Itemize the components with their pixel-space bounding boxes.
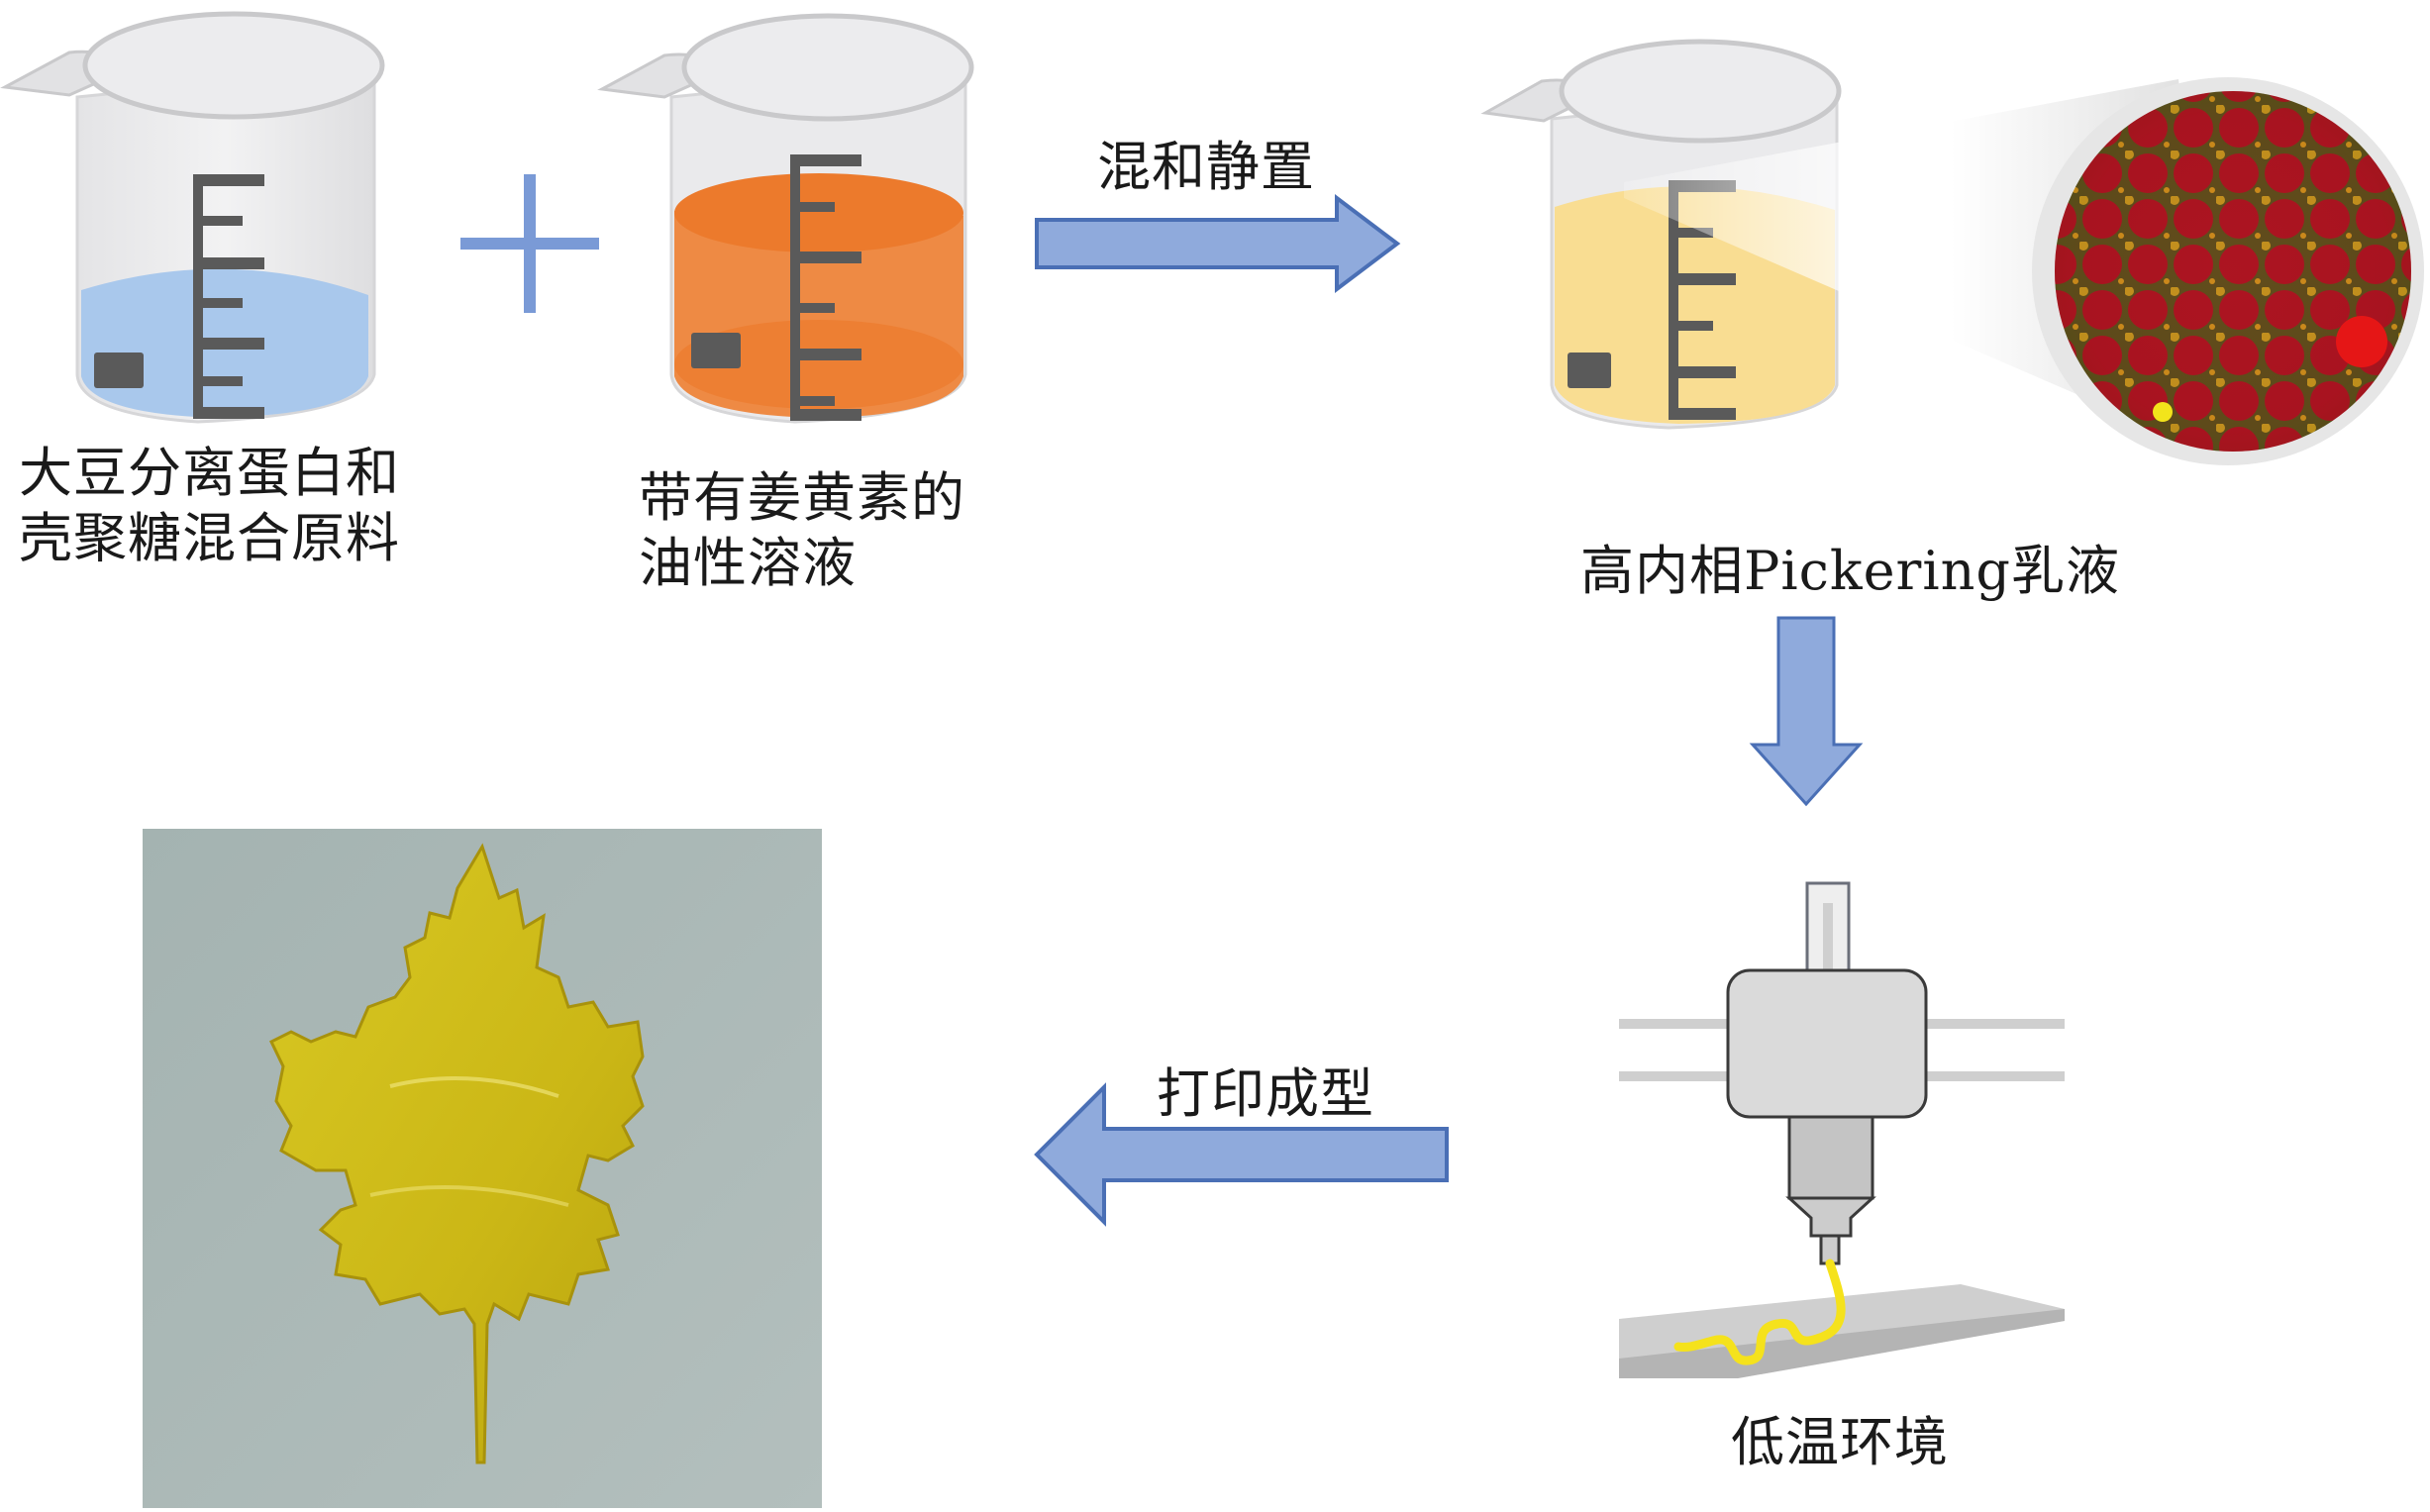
printer-head [1726, 968, 1928, 1119]
scale-bar [790, 154, 861, 421]
beaker-rim [82, 11, 385, 120]
label-printing: 低温环境 [1731, 1411, 1949, 1473]
beaker-rim [681, 13, 974, 122]
magnifier-cone [1624, 77, 2424, 465]
printer-illustration [1619, 881, 2065, 1378]
label-mix-arrow: 混和静置 [1097, 136, 1315, 198]
scale-bar [193, 174, 264, 419]
arrow-down-icon [1749, 616, 1864, 807]
label-print-arrow: 打印成型 [1157, 1062, 1374, 1125]
beaker-rim [1559, 39, 1842, 144]
label-emulsion: 高内相Pickering乳液 [1580, 540, 2120, 602]
stir-bar [691, 333, 741, 368]
label-raw-material: 大豆分离蛋白和 壳聚糖混合原料 [19, 442, 400, 569]
arrow-left-icon [1034, 1082, 1449, 1227]
label-oil-solution: 带有姜黄素的 油性溶液 [639, 466, 965, 594]
printer-nozzle-body [1787, 1115, 1874, 1200]
printer-nozzle-tip [1785, 1196, 1876, 1238]
product-photo [143, 829, 822, 1508]
beaker-raw-material [0, 11, 385, 424]
printed-filament [1673, 1259, 1846, 1365]
plus-icon [460, 174, 599, 313]
beaker-oil-solution [597, 13, 974, 424]
maple-leaf [269, 843, 645, 1464]
stir-bar [1568, 353, 1611, 388]
arrow-right-icon [1035, 193, 1401, 294]
stir-bar [94, 353, 144, 388]
